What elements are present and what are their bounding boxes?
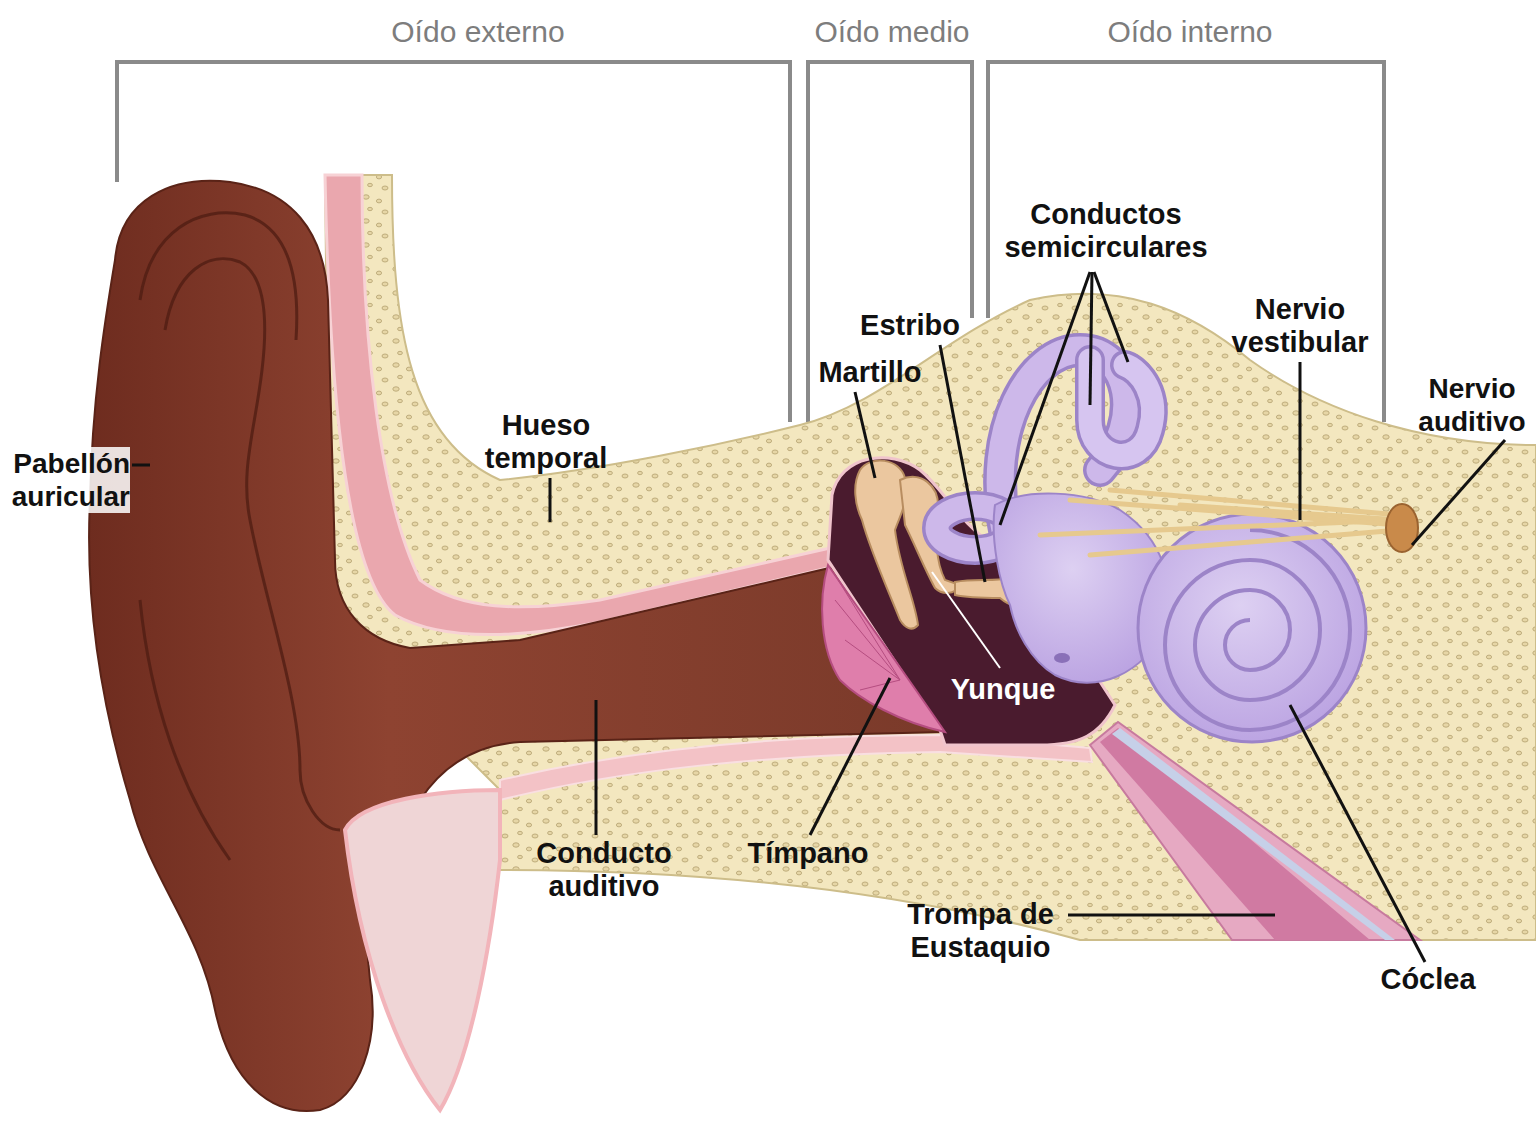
eustachian-tube <box>1090 722 1420 940</box>
helix-line <box>140 213 297 340</box>
leader-line <box>1412 440 1505 545</box>
part-label: Nervio auditivo <box>1410 372 1534 438</box>
leader-line <box>1000 272 1090 525</box>
part-label: Yunque <box>938 673 1068 706</box>
eustachian-tube <box>1100 728 1370 940</box>
leader-line <box>549 478 552 522</box>
part-label: Hueso temporal <box>466 409 626 475</box>
part-label: Tímpano <box>733 837 883 870</box>
section-label: Oído interno <box>1070 15 1310 48</box>
nerve-fibres <box>1040 490 1400 555</box>
leader-line <box>1090 272 1092 405</box>
leader-line <box>932 572 1000 668</box>
section-label: Oído medio <box>782 15 1002 48</box>
part-label: Pabellón auricular <box>2 447 130 513</box>
concha-line <box>250 520 340 830</box>
ear-pinna <box>89 181 945 1111</box>
part-label: Estribo <box>845 309 975 342</box>
leader-line <box>1094 272 1128 362</box>
part-label: Conducto auditivo <box>519 837 689 903</box>
leader-line <box>855 392 875 478</box>
section-label: Oído externo <box>348 15 608 48</box>
pinna-fold <box>140 213 340 860</box>
antihelix-line <box>165 259 265 520</box>
leader-line <box>1068 914 1275 917</box>
leader-line <box>132 464 150 467</box>
leader-line <box>1299 362 1302 520</box>
leader-line <box>132 272 1505 962</box>
part-label: Cóclea <box>1363 963 1493 996</box>
part-label: Trompa de Eustaquio <box>893 898 1068 964</box>
part-label: Martillo <box>800 356 940 389</box>
leader-line <box>1290 705 1425 962</box>
leader-line <box>940 345 985 582</box>
helix-line <box>140 600 230 860</box>
part-label: Conductos semicirculares <box>976 198 1236 264</box>
leader-line <box>595 700 598 835</box>
cochlea-spiral <box>1165 530 1350 730</box>
skin-lining <box>325 175 836 635</box>
cartilage <box>345 790 500 1110</box>
part-label: Nervio vestibular <box>1210 293 1390 359</box>
round-window <box>1054 653 1070 663</box>
eardrum <box>822 565 945 732</box>
leader-line <box>810 678 890 835</box>
eustachian-tube <box>1112 728 1395 940</box>
